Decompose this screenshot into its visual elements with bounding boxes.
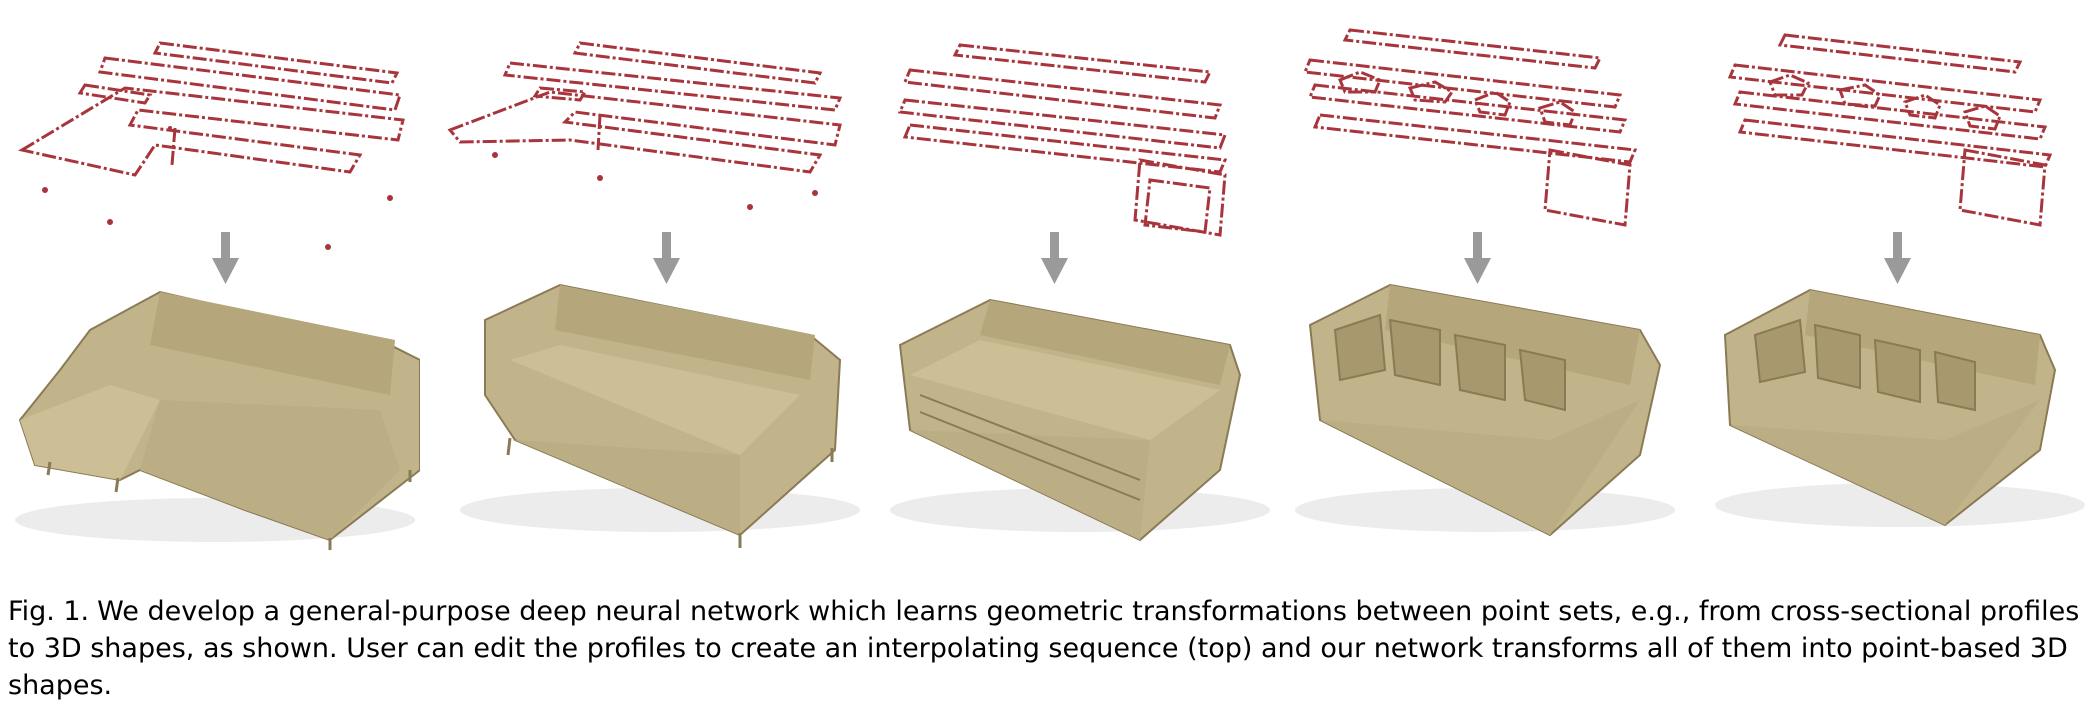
long-sofa-profiles xyxy=(447,41,843,174)
figure-stage-4 xyxy=(1290,0,1680,555)
figure-stage-2 xyxy=(440,0,860,555)
down-arrow-icon xyxy=(212,232,239,284)
layered-sofa-points xyxy=(898,298,1242,542)
layered-sofa-profiles xyxy=(897,43,1228,237)
caption-text: We develop a general-purpose deep neural… xyxy=(8,596,2080,701)
down-arrow-icon xyxy=(1464,232,1491,284)
down-arrow-icon xyxy=(1041,232,1068,284)
figure-stage-3 xyxy=(880,0,1280,555)
down-arrow-icon xyxy=(653,232,680,284)
profile-dots xyxy=(42,126,393,250)
figure-caption: Fig. 1.We develop a general-purpose deep… xyxy=(8,593,2083,704)
l-shaped-sofa-points xyxy=(18,290,420,550)
long-sofa-points xyxy=(484,283,842,548)
figure-label: Fig. 1. xyxy=(8,596,90,627)
down-arrow-icon xyxy=(1884,232,1911,284)
compact-cushioned-sofa-points xyxy=(1723,288,2057,527)
l-shaped-sofa-profiles xyxy=(18,41,405,177)
figure-stage-5 xyxy=(1700,0,2091,555)
cushioned-sofa-profiles xyxy=(1302,28,1638,227)
cushioned-sofa-points xyxy=(1308,283,1662,537)
figure-stage-1 xyxy=(0,0,420,555)
compact-cushioned-sofa-profiles xyxy=(1727,33,2053,227)
profile-dots xyxy=(492,152,818,210)
figure-panel xyxy=(0,0,2091,555)
